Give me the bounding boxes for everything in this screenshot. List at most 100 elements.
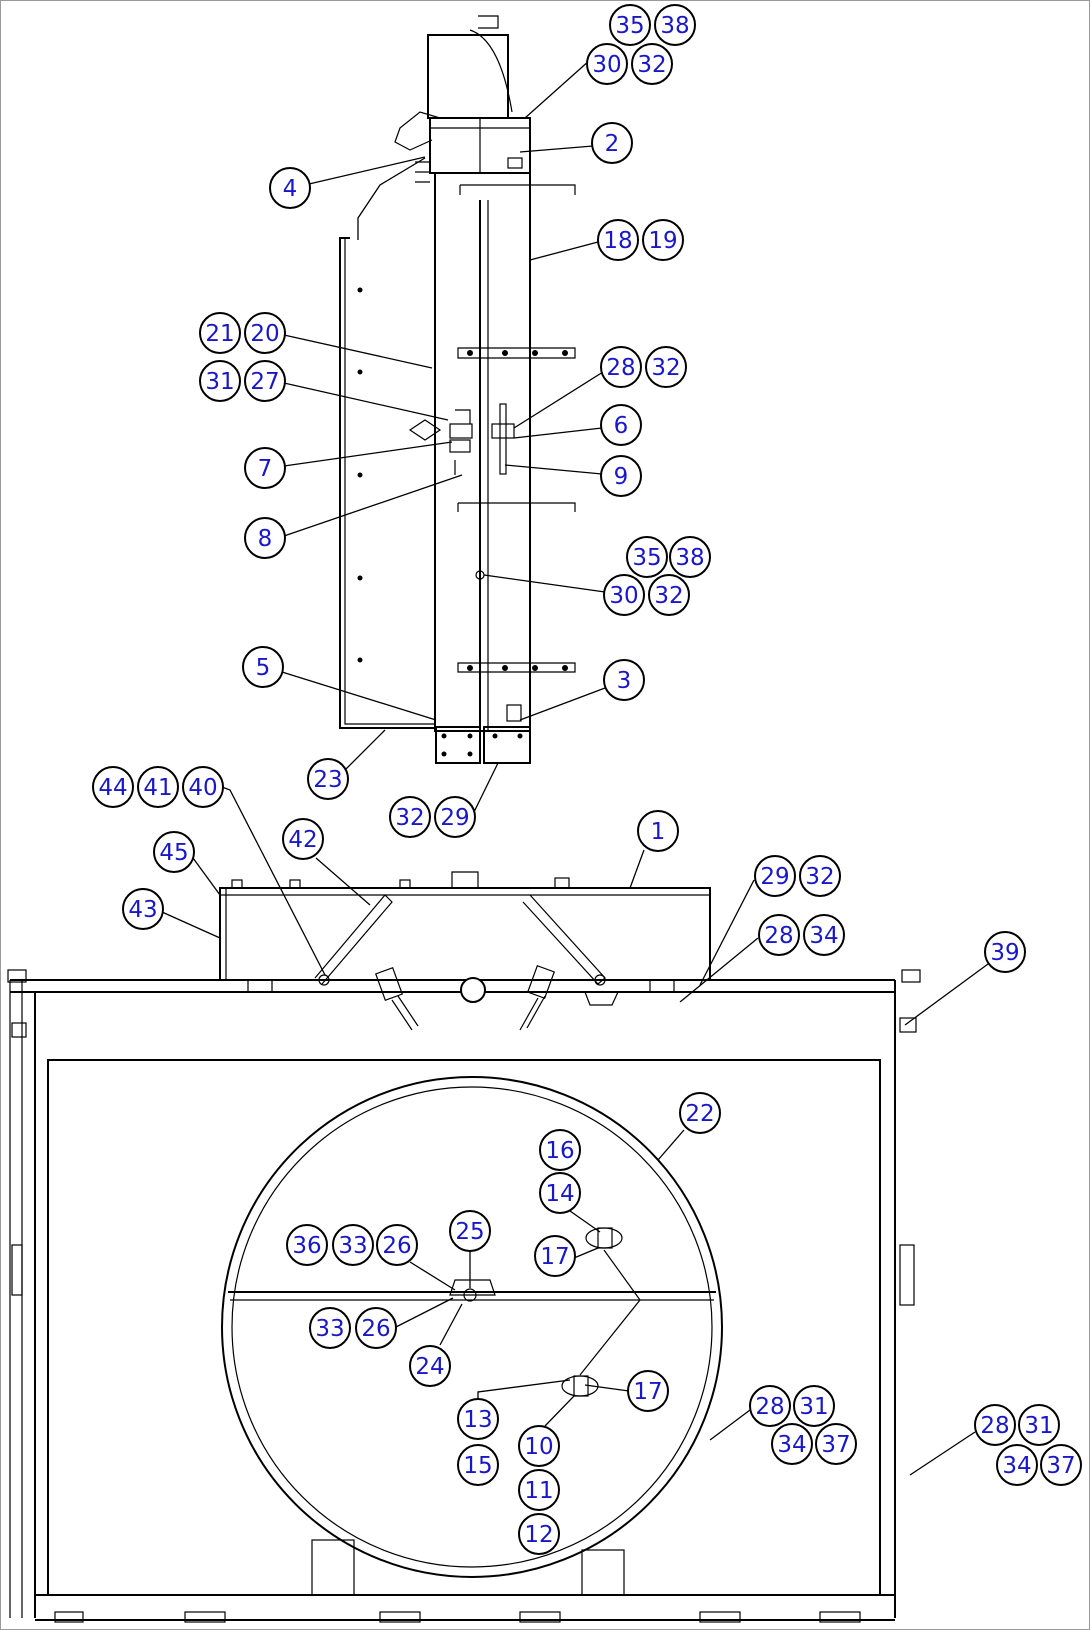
callout-41: 41	[137, 766, 179, 808]
callout-number: 19	[648, 228, 677, 254]
callout-14: 14	[539, 1172, 581, 1214]
callout-bubble	[669, 536, 711, 578]
callout-number: 37	[821, 1432, 850, 1458]
callout-10: 10	[518, 1425, 560, 1467]
callout-number: 32	[651, 355, 680, 381]
callout-37: 37	[1040, 1444, 1082, 1486]
callout-bubble	[626, 536, 668, 578]
callout-number: 30	[592, 52, 621, 78]
callout-bubble	[244, 360, 286, 402]
callout-bubble	[631, 43, 673, 85]
callout-24: 24	[409, 1345, 451, 1387]
callout-number: 24	[415, 1354, 444, 1380]
callout-number: 33	[315, 1316, 344, 1342]
callout-17: 17	[627, 1370, 669, 1412]
ring-assembly	[221, 1076, 723, 1578]
callout-40: 40	[182, 766, 224, 808]
callout-34: 34	[996, 1444, 1038, 1486]
callout-bubble	[182, 766, 224, 808]
callout-bubble	[603, 574, 645, 616]
callout-bubble	[457, 1444, 499, 1486]
callout-number: 20	[250, 321, 279, 347]
callout-4: 4	[269, 167, 311, 209]
callout-bubble	[654, 4, 696, 46]
callout-number: 33	[338, 1233, 367, 1259]
callout-20: 20	[244, 312, 286, 354]
callout-bubble	[199, 312, 241, 354]
callout-number: 14	[545, 1181, 574, 1207]
callout-bubble	[409, 1345, 451, 1387]
callout-bubble	[539, 1172, 581, 1214]
callout-38: 38	[669, 536, 711, 578]
callout-27: 27	[244, 360, 286, 402]
callout-bubble	[679, 1092, 721, 1134]
callout-34: 34	[771, 1423, 813, 1465]
callout-32: 32	[648, 574, 690, 616]
callout-number: 8	[258, 526, 273, 552]
callout-bubble	[799, 855, 841, 897]
callout-number: 26	[361, 1316, 390, 1342]
callout-5: 5	[242, 646, 284, 688]
callout-number: 32	[395, 805, 424, 831]
callout-9: 9	[600, 455, 642, 497]
callout-44: 44	[92, 766, 134, 808]
callout-bubble	[642, 219, 684, 261]
callout-17: 17	[534, 1235, 576, 1277]
callout-35: 35	[609, 4, 651, 46]
callout-bubble	[534, 1235, 576, 1277]
callout-39: 39	[984, 931, 1026, 973]
callout-number: 30	[609, 583, 638, 609]
callout-bubble	[518, 1425, 560, 1467]
callout-21: 21	[199, 312, 241, 354]
callout-31: 31	[199, 360, 241, 402]
callout-number: 21	[205, 321, 234, 347]
callout-bubble	[199, 360, 241, 402]
callout-bubble	[815, 1423, 857, 1465]
callout-11: 11	[518, 1469, 560, 1511]
callout-bubble	[1040, 1444, 1082, 1486]
callout-number: 34	[809, 923, 838, 949]
callout-32: 32	[631, 43, 673, 85]
base-frame	[7, 964, 921, 1623]
callout-bubble	[309, 1307, 351, 1349]
callout-bubble	[307, 758, 349, 800]
callout-number: 43	[128, 897, 157, 923]
callout-number: 15	[463, 1453, 492, 1479]
callout-number: 31	[1024, 1413, 1053, 1439]
callout-6: 6	[600, 404, 642, 446]
callout-bubble	[242, 646, 284, 688]
callout-bubble	[597, 219, 639, 261]
callout-29: 29	[434, 796, 476, 838]
callout-bubble	[637, 810, 679, 852]
callout-bubble	[244, 517, 286, 559]
callout-bubble	[984, 931, 1026, 973]
callout-number: 22	[685, 1101, 714, 1127]
callout-18: 18	[597, 219, 639, 261]
callout-bubble	[389, 796, 431, 838]
upper-column-assembly	[339, 15, 576, 764]
callout-35: 35	[626, 536, 668, 578]
callout-bubble	[600, 455, 642, 497]
callout-29: 29	[754, 855, 796, 897]
callout-number: 26	[382, 1233, 411, 1259]
callout-number: 4	[283, 176, 298, 202]
callout-number: 42	[288, 827, 317, 853]
callout-28: 28	[600, 346, 642, 388]
callout-26: 26	[376, 1224, 418, 1266]
callout-bubble	[803, 914, 845, 956]
callout-28: 28	[749, 1385, 791, 1427]
callout-32: 32	[799, 855, 841, 897]
callout-number: 13	[463, 1407, 492, 1433]
callout-7: 7	[244, 447, 286, 489]
callout-number: 28	[606, 355, 635, 381]
callout-bubble	[244, 312, 286, 354]
callout-37: 37	[815, 1423, 857, 1465]
callout-number: 11	[524, 1478, 553, 1504]
callout-22: 22	[679, 1092, 721, 1134]
callout-number: 17	[633, 1379, 662, 1405]
callout-31: 31	[793, 1385, 835, 1427]
callout-number: 12	[524, 1522, 553, 1548]
callout-bubble	[286, 1224, 328, 1266]
callout-bubble	[758, 914, 800, 956]
callout-bubble	[332, 1224, 374, 1266]
